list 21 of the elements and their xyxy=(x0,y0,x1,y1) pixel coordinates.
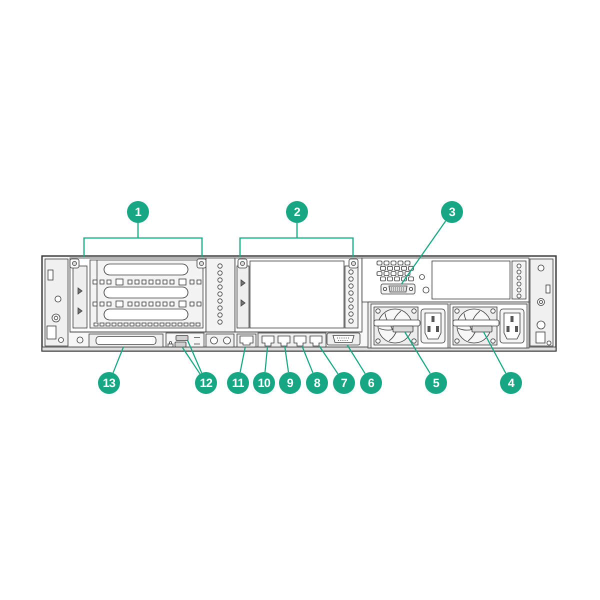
callout-number: 2 xyxy=(286,201,308,223)
leader-line xyxy=(240,346,246,372)
leader-line xyxy=(264,346,268,372)
leader-line xyxy=(318,346,338,374)
leader-line xyxy=(112,346,124,374)
callout-number: 11 xyxy=(227,372,249,394)
callout-number: 12 xyxy=(195,372,217,394)
callout-number: 9 xyxy=(279,372,301,394)
callout-number: 4 xyxy=(500,372,522,394)
leader-line xyxy=(301,346,314,374)
callout-number: 5 xyxy=(425,372,447,394)
callout-number: 7 xyxy=(333,372,355,394)
callout-number: 8 xyxy=(306,372,328,394)
callout-number: 10 xyxy=(253,372,275,394)
leader-line xyxy=(346,344,366,374)
callout-number: 1 xyxy=(127,201,149,223)
callout-number: 13 xyxy=(98,372,120,394)
callout-number: 6 xyxy=(360,372,382,394)
callout-number: 3 xyxy=(441,201,463,223)
leader-line xyxy=(284,346,290,372)
leader-line xyxy=(182,346,200,374)
